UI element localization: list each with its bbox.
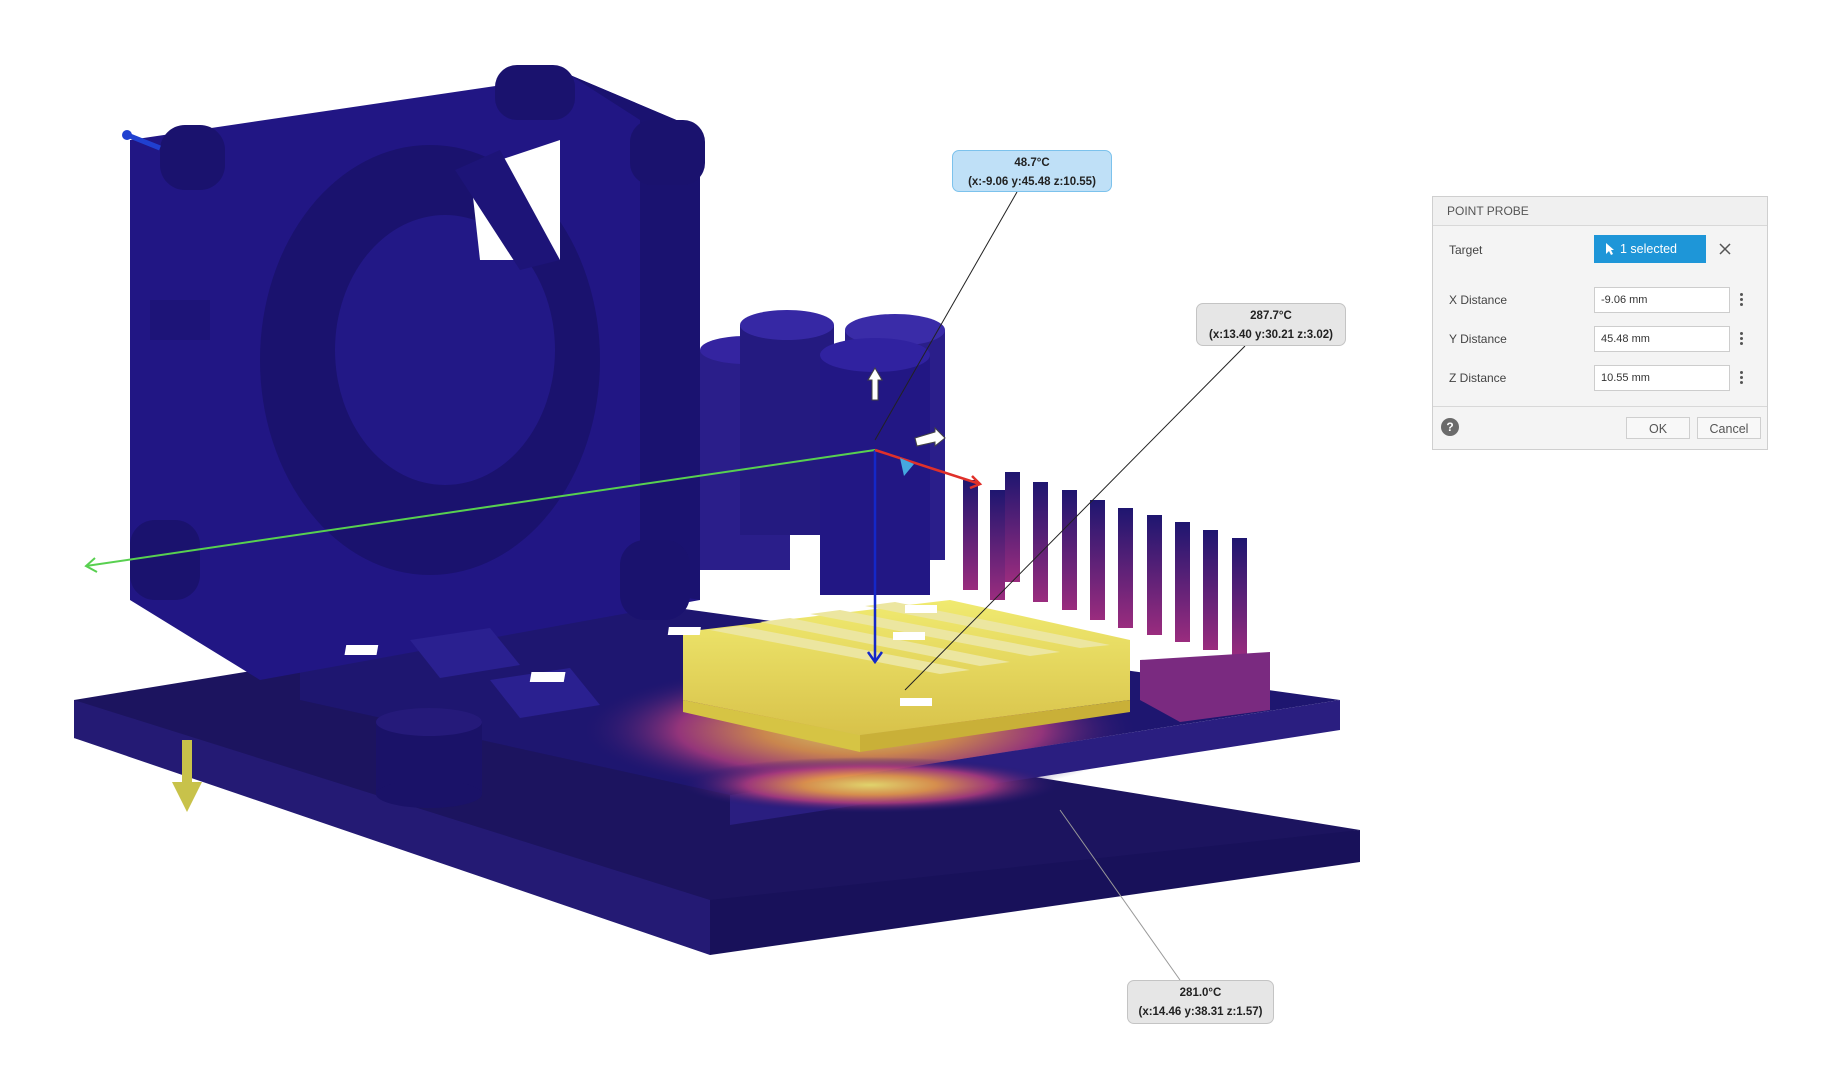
clear-selection-icon[interactable] bbox=[1715, 239, 1735, 259]
probe-leader-lines bbox=[874, 191, 1246, 981]
x-distance-menu-icon[interactable] bbox=[1738, 291, 1744, 311]
y-distance-input[interactable] bbox=[1594, 326, 1730, 352]
x-distance-row: X Distance bbox=[1433, 285, 1767, 317]
probe-2-coords: (x:13.40 y:30.21 z:3.02) bbox=[1208, 329, 1334, 341]
probe-3-coords: (x:14.46 y:38.31 z:1.57) bbox=[1138, 1006, 1263, 1018]
capacitors bbox=[700, 310, 945, 595]
probe-label-2[interactable]: 287.7°C (x:13.40 y:30.21 z:3.02) bbox=[1196, 303, 1346, 346]
blue-marker-icon bbox=[122, 130, 161, 151]
z-distance-input[interactable] bbox=[1594, 365, 1730, 391]
target-label: Target bbox=[1449, 243, 1483, 257]
probe-label-1[interactable]: 48.7°C (x:-9.06 y:45.48 z:10.55) bbox=[952, 150, 1112, 192]
y-distance-menu-icon[interactable] bbox=[1738, 330, 1744, 350]
probe-3-temp: 281.0°C bbox=[1179, 987, 1222, 999]
z-distance-menu-icon[interactable] bbox=[1738, 369, 1744, 389]
probe-1-coords: (x:-9.06 y:45.48 z:10.55) bbox=[968, 176, 1096, 188]
ic-chips bbox=[344, 628, 600, 718]
probe-1-temp: 48.7°C bbox=[1014, 157, 1050, 169]
y-distance-row: Y Distance bbox=[1433, 324, 1767, 356]
fan bbox=[130, 65, 705, 680]
z-distance-label: Z Distance bbox=[1449, 371, 1507, 385]
target-selection-button[interactable]: 1 selected bbox=[1594, 235, 1706, 263]
target-row: Target 1 selected bbox=[1433, 235, 1767, 267]
probe-label-3[interactable]: 281.0°C (x:14.46 y:38.31 z:1.57) bbox=[1127, 980, 1274, 1024]
panel-footer: ? OK Cancel bbox=[1433, 406, 1767, 449]
cursor-icon bbox=[1606, 243, 1614, 255]
right-arrow-icon bbox=[914, 426, 946, 448]
standoff-cylinder bbox=[376, 708, 482, 808]
header-pins bbox=[963, 472, 1270, 722]
move-arrow-icon bbox=[900, 458, 914, 476]
y-distance-label: Y Distance bbox=[1449, 332, 1507, 346]
z-distance-row: Z Distance bbox=[1433, 363, 1767, 395]
load-arrow-icon bbox=[172, 740, 202, 812]
x-distance-label: X Distance bbox=[1449, 293, 1508, 307]
target-value: 1 selected bbox=[1620, 242, 1677, 256]
panel-title: POINT PROBE bbox=[1433, 197, 1767, 226]
x-distance-input[interactable] bbox=[1594, 287, 1730, 313]
point-probe-panel: POINT PROBE Target 1 selected X Distance… bbox=[1432, 196, 1768, 450]
up-arrow-icon bbox=[867, 367, 883, 401]
heat-sink bbox=[667, 600, 1130, 752]
help-icon[interactable]: ? bbox=[1441, 418, 1459, 436]
axis-triad[interactable] bbox=[84, 367, 983, 665]
cancel-button[interactable]: Cancel bbox=[1697, 417, 1761, 439]
probe-2-temp: 287.7°C bbox=[1250, 310, 1292, 322]
ok-button[interactable]: OK bbox=[1626, 417, 1690, 439]
